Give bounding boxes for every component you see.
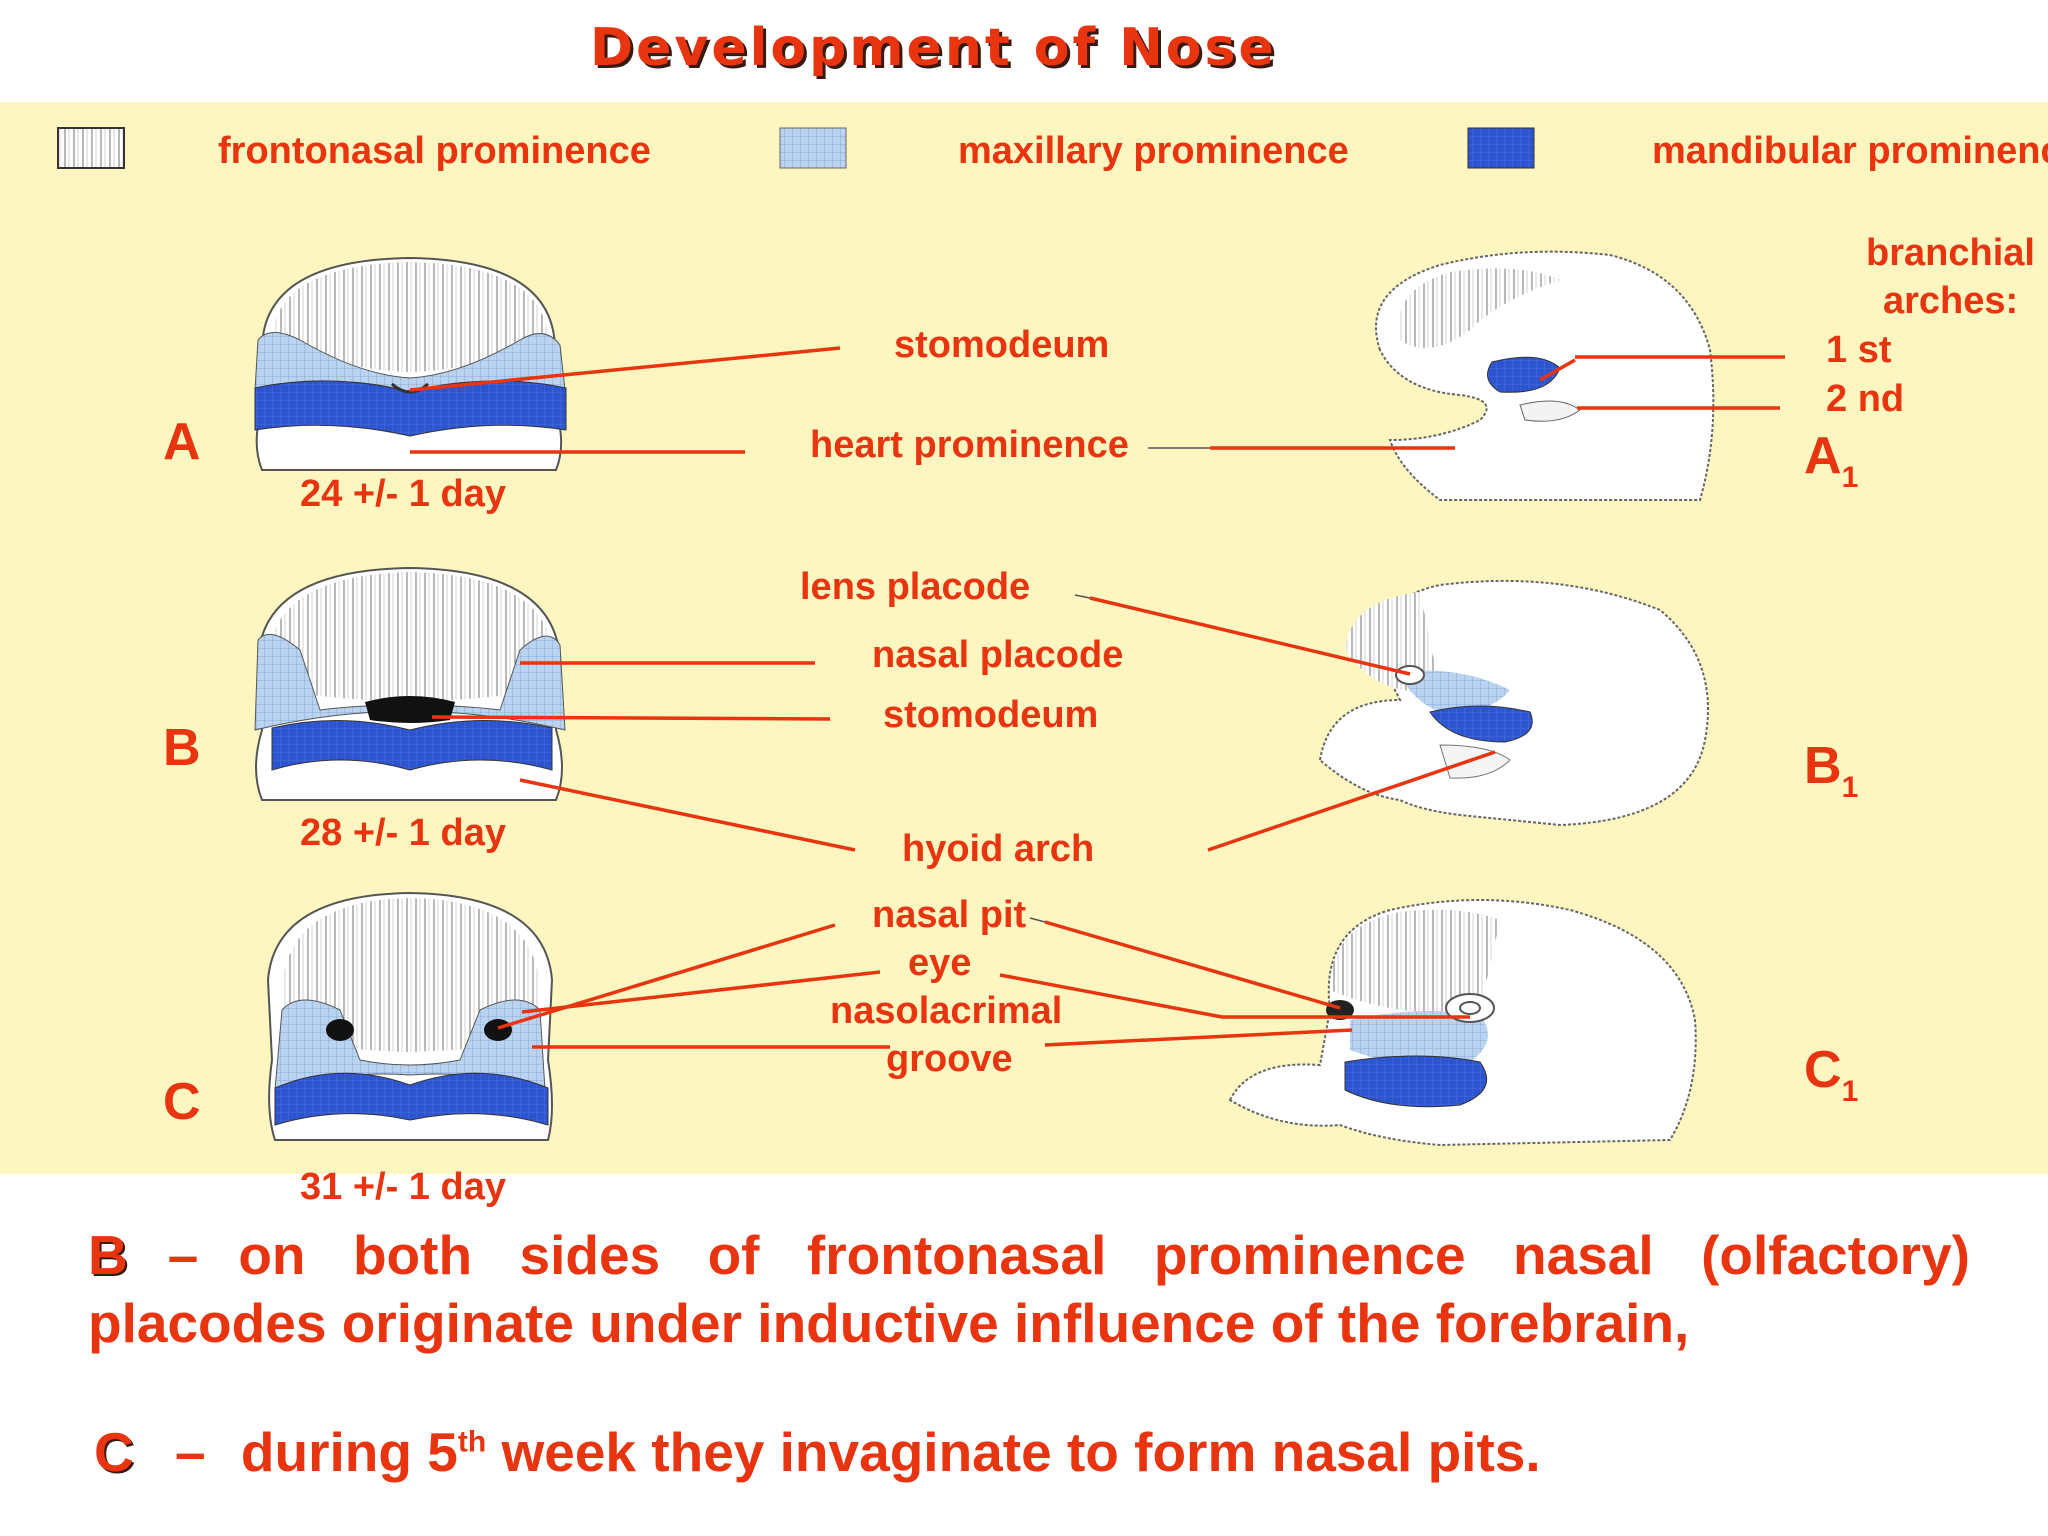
age-label-c: 31 +/- 1 day (300, 1166, 506, 1208)
embryo-side-b1 (1318, 579, 1709, 827)
legend-label-mandibular: mandibular prominence (1652, 130, 2048, 172)
age-label-a: 24 +/- 1 day (300, 473, 506, 515)
legend-label-frontonasal: frontonasal prominence (218, 130, 651, 172)
embryo-front-a (254, 256, 567, 471)
age-label-b: 28 +/- 1 day (300, 812, 506, 854)
label-arch-2nd: 2 nd (1826, 378, 1905, 420)
panel-letter-a: A (163, 413, 201, 471)
label-heart-prominence: heart prominence (810, 424, 1129, 466)
caption-b-dash: – (167, 1224, 199, 1286)
legend-swatch-maxillary (779, 127, 847, 169)
caption-b-line1: B – on both sides of frontonasal promine… (88, 1223, 1970, 1287)
legend-swatch-frontonasal (57, 127, 125, 169)
embryo-side-c1 (1228, 899, 1697, 1147)
label-branchial: branchial (1866, 232, 2035, 274)
caption-c-letter: C (94, 1421, 134, 1483)
panel-letter-b1: B1 (1804, 737, 1859, 804)
label-stomodeum-b: stomodeum (883, 694, 1099, 736)
panel-letter-c1: C1 (1804, 1041, 1859, 1108)
label-groove: groove (886, 1038, 1013, 1080)
legend-swatch-mandibular (1467, 127, 1535, 169)
caption-c-dash: – (175, 1421, 206, 1483)
label-stomodeum-a: stomodeum (894, 324, 1110, 366)
label-nasolacrimal: nasolacrimal (830, 990, 1063, 1032)
label-arches: arches: (1883, 280, 2019, 322)
caption-b-letter: B (88, 1224, 128, 1286)
label-nasal-placode: nasal placode (872, 634, 1124, 676)
caption-b-line2: placodes originate under inductive influ… (88, 1292, 1690, 1354)
label-hyoid-arch: hyoid arch (902, 828, 1095, 870)
panel-letter-b: B (163, 719, 201, 777)
caption-c: C – during 5th week they invaginate to f… (94, 1421, 1541, 1483)
panel-letter-a1: A1 (1804, 427, 1859, 494)
leader-lines (409, 346, 1785, 1049)
legend-label-maxillary: maxillary prominence (958, 130, 1349, 172)
label-arch-1st: 1 st (1826, 329, 1892, 371)
label-eye: eye (908, 942, 972, 984)
page-title: Development of Nose (590, 18, 1277, 78)
panel-letter-c: C (163, 1073, 201, 1131)
embryo-front-b (254, 566, 566, 801)
embryo-front-c (266, 891, 554, 1141)
caption-b-text: on both sides of frontonasal prominence … (238, 1224, 1970, 1286)
label-nasal-pit: nasal pit (872, 894, 1027, 936)
label-lens-placode: lens placode (800, 566, 1031, 608)
